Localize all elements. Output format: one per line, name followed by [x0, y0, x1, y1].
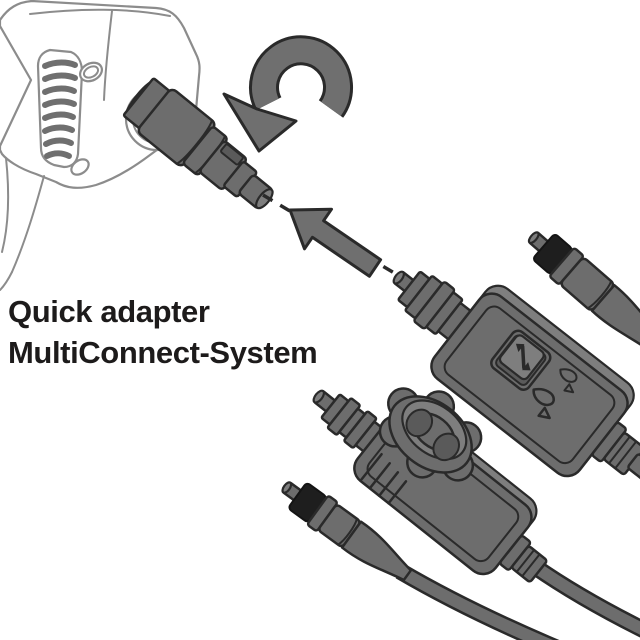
cable-connector-bottom — [281, 481, 413, 582]
tool-handle-line — [1, 157, 10, 253]
tool-seam — [29, 8, 171, 17]
quick-adapter-part — [122, 77, 274, 210]
cable — [396, 565, 554, 640]
adapter-tip — [255, 188, 274, 210]
rotary-knob — [378, 387, 483, 482]
regulator-input-connector — [312, 389, 385, 453]
control-box-input-connector — [392, 270, 472, 341]
rotation-arrow-head — [222, 92, 298, 153]
spray-icon-small — [559, 368, 578, 394]
switch-arrow-right — [521, 362, 531, 371]
knob-bar-hole — [432, 432, 461, 462]
regulator-cable-gland — [499, 535, 548, 583]
cable — [627, 453, 640, 542]
tool-handle-line — [11, 175, 45, 273]
adapter-latch — [220, 143, 244, 166]
insert-arrow-icon — [288, 207, 383, 278]
tool-handle-line — [0, 271, 13, 291]
caption-line2: MultiConnect-System — [8, 335, 318, 370]
connector-strain-relief — [340, 520, 413, 582]
control-box — [392, 270, 640, 542]
tool-button — [78, 61, 104, 83]
tool-vent — [70, 158, 90, 176]
knob-bar-hole — [405, 408, 434, 438]
rocker-switch — [490, 329, 552, 391]
rotation-arrow-icon — [222, 35, 353, 153]
connector-strain-relief — [590, 283, 640, 401]
cable-connector-top-right — [527, 231, 640, 401]
tool-grip-ribs — [36, 48, 84, 169]
spray-icon-large — [532, 387, 555, 420]
caption-line1: Quick adapter — [8, 294, 210, 329]
control-box-cable-gland — [591, 421, 640, 542]
caption: Quick adapter MultiConnect-System — [8, 291, 318, 373]
switch-arrow-left — [515, 343, 525, 352]
cable — [530, 561, 640, 635]
flow-regulator — [312, 387, 548, 583]
tool-front-edge — [103, 10, 113, 101]
